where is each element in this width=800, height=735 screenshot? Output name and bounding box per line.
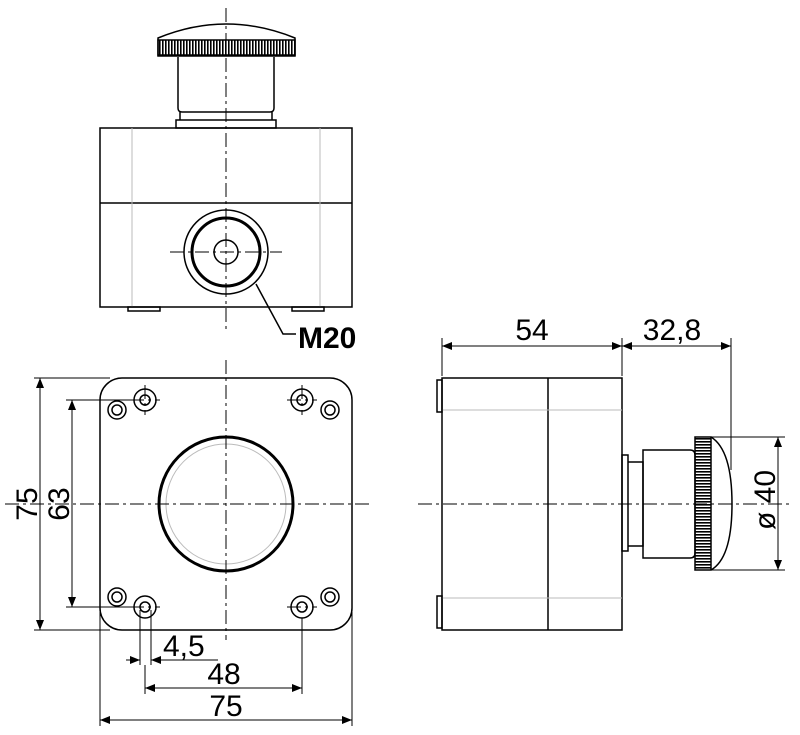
- dim-hole-spacing-vertical: 63: [43, 487, 76, 520]
- thread-label: M20: [298, 322, 356, 355]
- dim-side-depth: 54: [515, 314, 548, 347]
- dim-button-protrusion: 32,8: [643, 314, 701, 347]
- dim-button-diameter: ø 40: [749, 470, 782, 530]
- front-view: 75 63 4,5 48 75: [5, 360, 372, 726]
- side-view: 54 32,8 ø 40: [418, 314, 792, 631]
- dim-hole-diameter: 4,5: [163, 630, 205, 663]
- dim-hole-spacing-horizontal: 48: [207, 658, 240, 691]
- dim-overall-height: 75: [11, 487, 44, 520]
- dim-overall-width: 75: [209, 690, 242, 723]
- top-view: M20: [99, 8, 356, 355]
